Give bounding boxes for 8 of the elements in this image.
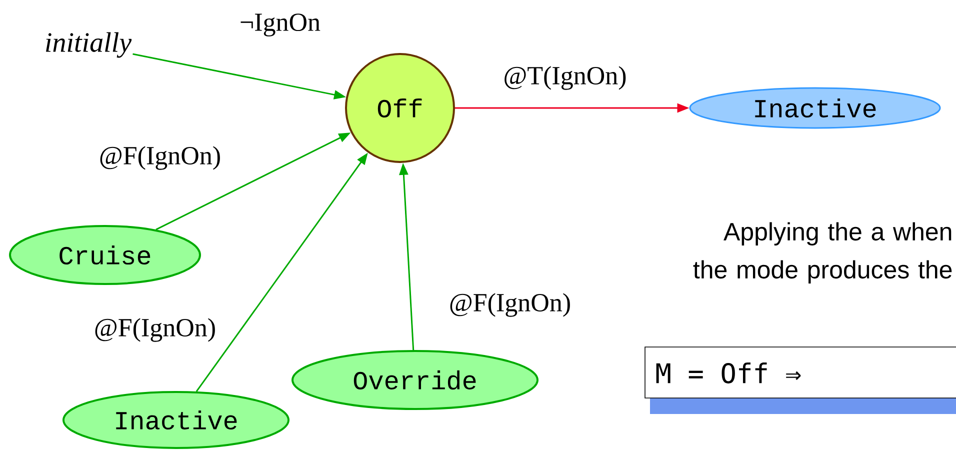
edge-label: @F(IgnOn) (450, 293, 570, 317)
edge-label: @F(IgnOn) (95, 318, 215, 342)
description-text: Applying the a when the mode produces the (693, 222, 952, 284)
formula-box: M = Off ⇒ (644, 346, 956, 414)
edge-label: @T(IgnOn) (504, 66, 626, 90)
initial-label: initially (46, 32, 132, 58)
edge-label: ¬IgnOn (240, 14, 320, 36)
edge-label: @F(IgnOn) (100, 146, 220, 170)
